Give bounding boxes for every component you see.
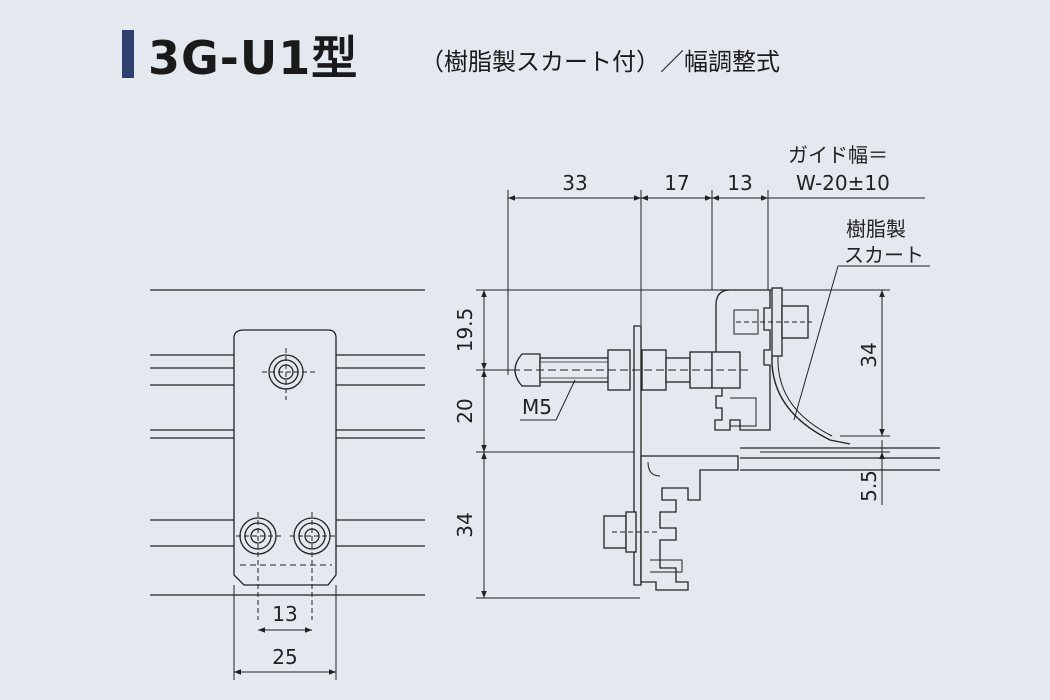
side-dim-33: 33 [562,171,587,195]
guide-width-formula: W-20±10 [796,171,890,195]
side-dim-19-5: 19.5 [453,308,477,353]
front-view [150,289,425,680]
front-dim-13: 13 [272,602,297,626]
side-dim-17: 17 [664,171,689,195]
side-upper-bracket [714,289,771,431]
resin-skirt [771,355,851,445]
skirt-label-line1: 樹脂製 [846,217,906,241]
m5-threaded-rod [500,349,750,421]
front-dim-25: 25 [272,645,297,669]
side-dim-20: 20 [453,398,477,423]
front-bracket-plate [233,329,337,586]
model-title: 3G-U1型 [148,31,359,85]
side-dim-34-left: 34 [453,512,477,537]
side-dim-5-5: 5.5 [857,470,881,502]
skirt-label-line2: スカート [844,243,924,267]
side-upper-bolt [736,287,812,357]
side-view [476,190,940,599]
side-dim-13: 13 [727,171,752,195]
model-subtitle: （樹脂製スカート付）／幅調整式 [420,48,780,76]
side-lower-bolt [603,511,660,553]
front-bottom-bolt-left [236,512,282,620]
side-dim-34-right: 34 [857,342,881,367]
thread-label-m5: M5 [522,395,552,419]
front-bottom-bolt-right [290,512,336,620]
front-top-bolt [262,348,316,400]
side-lower-frame [640,455,739,591]
guide-width-label: ガイド幅＝ [788,143,888,167]
title-accent-bar [122,30,134,78]
